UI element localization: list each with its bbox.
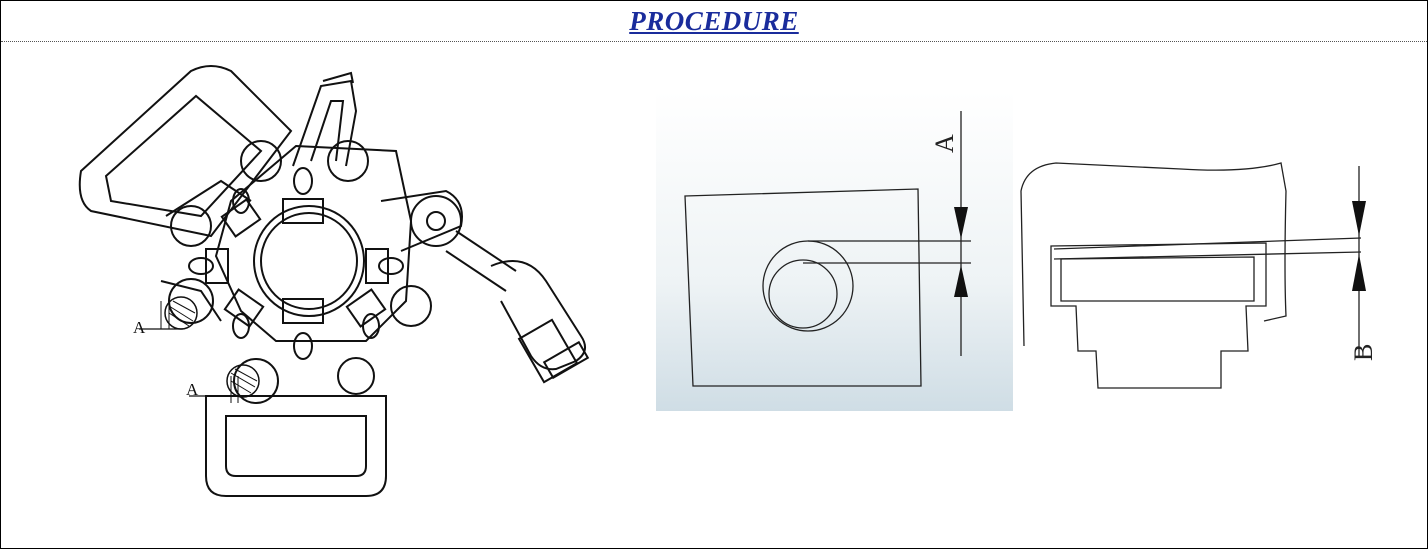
page-title: PROCEDURE [629,5,799,36]
dimension-label-a: A [133,318,146,337]
dimension-b-detail-drawing: B [1020,162,1378,389]
dimension-a-detail-drawing: A [656,91,1013,411]
dimension-label-a: A [186,380,199,399]
procedure-header: PROCEDURE [1,1,1427,42]
dimension-label-a: A [930,134,959,153]
brush-holder-assembly-drawing: A A [78,65,590,497]
dimension-label-b: B [1349,344,1378,361]
